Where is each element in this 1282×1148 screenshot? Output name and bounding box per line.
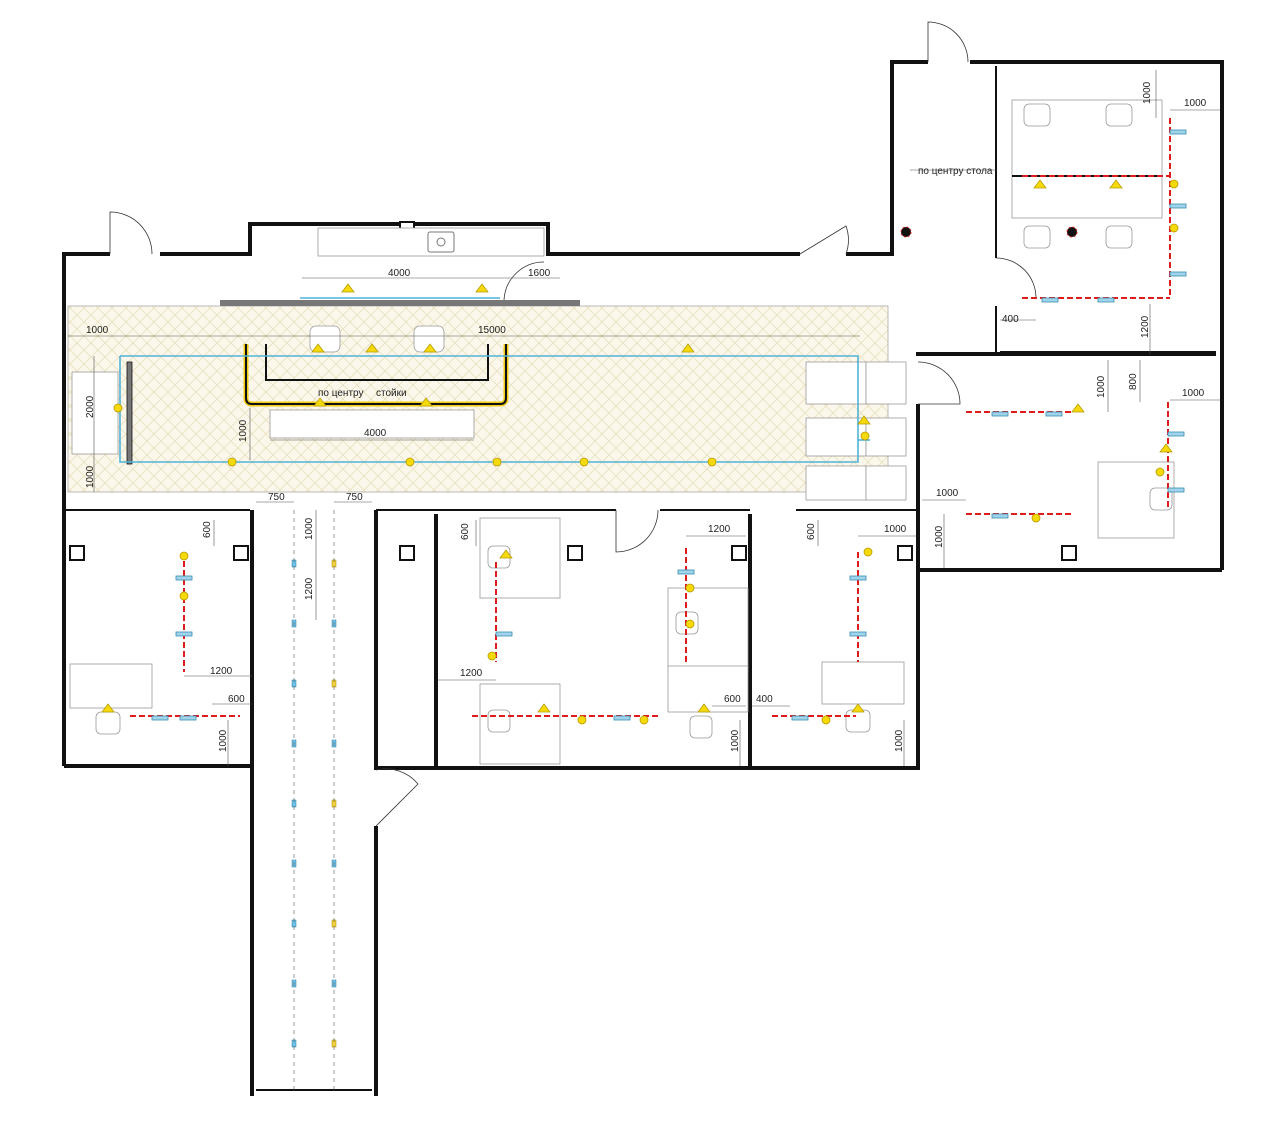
dim-east-right: 1000	[1182, 388, 1205, 399]
dim-office4-top: 600	[806, 523, 817, 540]
dim-kitchen-counter: 4000	[388, 268, 411, 279]
reception-floor	[67, 305, 889, 493]
dim-corridor-left: 750	[268, 492, 285, 503]
dim-office1-bottom: 1000	[218, 729, 229, 752]
note-stand-center-b: стойки	[376, 388, 407, 399]
note-stand-center-a: по центру	[318, 388, 363, 399]
dim-office1-mid: 1200	[210, 666, 233, 677]
dim-counter-offset: 1000	[85, 465, 96, 488]
reception-sockets	[113, 283, 871, 467]
office-desks	[69, 99, 1175, 765]
track-fittings	[151, 129, 1187, 721]
floor-outlet	[900, 226, 912, 238]
dim-office4-low: 400	[756, 694, 773, 705]
office-sockets	[101, 179, 1179, 725]
dim-east-left: 1000	[936, 488, 959, 499]
dim-office2-top: 600	[460, 523, 471, 540]
dim-corridor-v1: 1000	[304, 517, 315, 540]
corridor-lights	[291, 559, 337, 1048]
dim-top-room-h: 1000	[1184, 98, 1207, 109]
reception-sofas	[805, 361, 907, 501]
dim-reception-height: 2000	[85, 395, 96, 418]
doors	[109, 21, 1037, 827]
dim-reception-length: 15000	[478, 325, 506, 336]
dim-kitchen-door: 1600	[528, 268, 551, 279]
dim-counter-length: 4000	[364, 428, 387, 439]
note-desk-center: по центру стола	[918, 166, 993, 177]
kitchen	[317, 227, 545, 257]
dim-reception-side: 1000	[238, 419, 249, 442]
dim-office4-right: 1000	[884, 524, 907, 535]
columns	[69, 221, 1077, 561]
dim-office1-low: 600	[228, 694, 245, 705]
dim-reception-left: 1000	[86, 325, 109, 336]
dim-corridor-right: 750	[346, 492, 363, 503]
dim-office3-top: 1200	[708, 524, 731, 535]
dim-top-room-v: 1000	[1142, 81, 1153, 104]
dim-top-room-low: 1200	[1140, 315, 1151, 338]
dim-east-bottom: 1000	[934, 525, 945, 548]
dim-east-v1: 1000	[1096, 375, 1107, 398]
dimension-lines	[68, 70, 1220, 766]
dim-office2-mid: 1200	[460, 668, 483, 679]
dim-office3-low: 600	[724, 694, 741, 705]
dim-corridor-v2: 1200	[304, 577, 315, 600]
floor-outlet	[1066, 226, 1078, 238]
dim-east-v2: 800	[1128, 373, 1139, 390]
dim-office1-top: 600	[202, 521, 213, 538]
dimension-labels: 4000 1600 1000 15000 2000 1000 4000 1000…	[85, 81, 1207, 752]
dim-office3-bottom: 1000	[730, 729, 741, 752]
walls	[62, 60, 1224, 1096]
dim-top-room-side: 400	[1002, 314, 1019, 325]
dim-office4-bottom: 1000	[894, 729, 905, 752]
